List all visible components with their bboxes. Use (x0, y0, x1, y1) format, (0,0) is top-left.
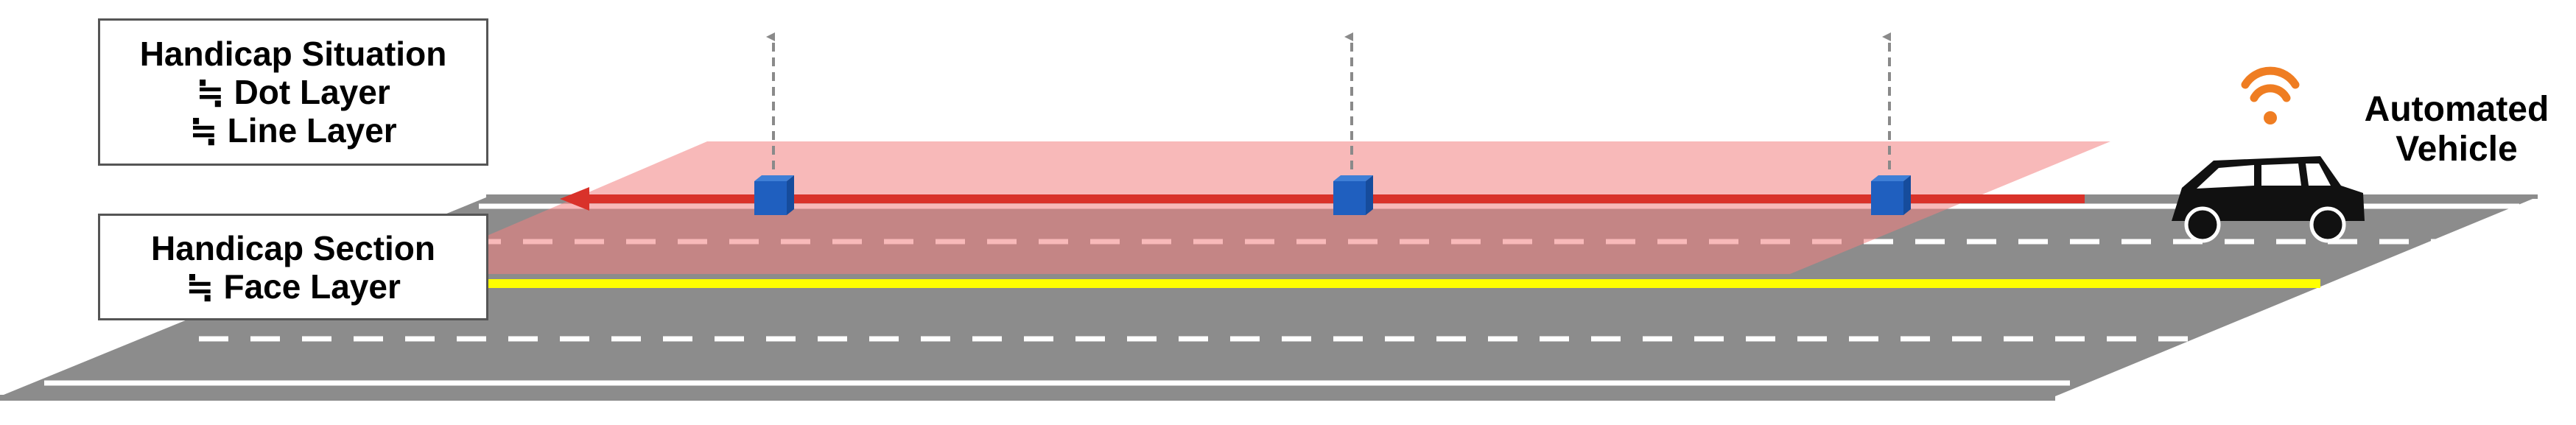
cube-icon (754, 175, 794, 181)
cube-front (1333, 181, 1366, 215)
dot-layer-cube-1 (754, 175, 794, 215)
dot-layer-label: ≒ Dot Layer (196, 73, 390, 111)
cube-icon (1333, 175, 1373, 181)
car-window-front (2197, 165, 2254, 189)
line-layer-arrowhead (560, 187, 589, 211)
cube-front (1871, 181, 1903, 215)
face-layer-label: ≒ Face Layer (186, 267, 401, 306)
vehicle-label-line2: Vehicle (2396, 130, 2518, 169)
face-layer-area (398, 141, 2110, 274)
car-window-middle (2261, 164, 2301, 186)
handicap-section-label-box: Handicap Section ≒ Face Layer (98, 214, 488, 320)
car-wheel-front (2184, 206, 2221, 243)
cube-side (1366, 175, 1373, 215)
cube-side (787, 175, 794, 215)
car-icon (2172, 156, 2365, 243)
car-window-rear (2306, 164, 2331, 186)
cube-icon (1871, 175, 1911, 181)
cube-side (1903, 175, 1911, 215)
handicap-section-title: Handicap Section (151, 228, 435, 267)
wifi-signal-icon (2241, 66, 2300, 124)
dot-layer-cube-2 (1333, 175, 1373, 215)
dot-layer-cube-3 (1871, 175, 1911, 215)
line-layer-label: ≒ Line Layer (189, 111, 397, 150)
handicap-situation-title: Handicap Situation (139, 35, 447, 73)
cube-front (754, 181, 787, 215)
handicap-situation-label-box: Handicap Situation ≒ Dot Layer ≒ Line La… (98, 18, 488, 166)
automated-vehicle-label: Automated Vehicle (2335, 90, 2576, 169)
vehicle-label-line1: Automated (2364, 90, 2549, 129)
car-wheel-rear (2309, 206, 2346, 243)
